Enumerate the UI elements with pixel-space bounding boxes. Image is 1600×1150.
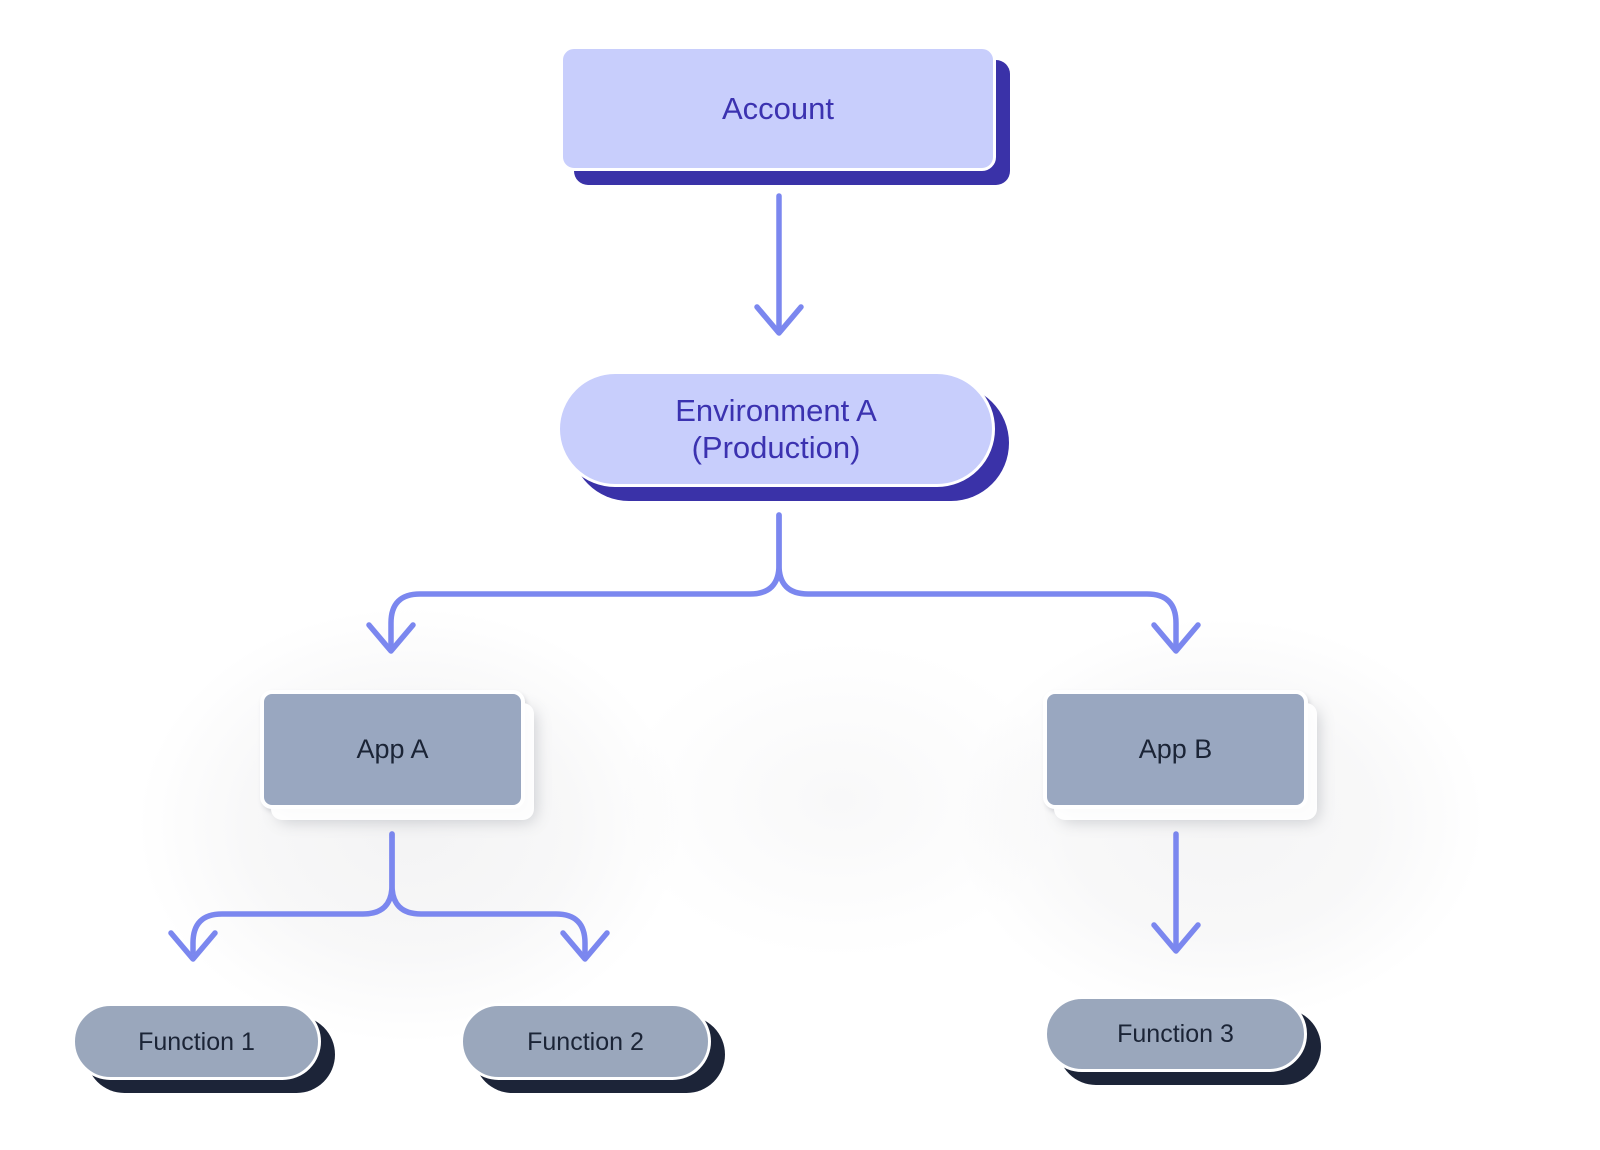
edge-app-a-to-function-1 (168, 831, 395, 962)
node-app-b[interactable]: App B (1043, 690, 1308, 809)
edge-app-a-to-function-2 (389, 831, 610, 962)
node-function-3-label: Function 3 (1117, 1020, 1234, 1048)
node-environment-a-label: Environment A (Production) (675, 392, 877, 465)
edge-account-to-environment-a (754, 193, 804, 336)
node-account[interactable]: Account (560, 46, 996, 171)
node-account-label: Account (721, 90, 834, 126)
node-function-3[interactable]: Function 3 (1044, 996, 1307, 1072)
node-app-b-label: App B (1138, 734, 1213, 765)
edge-app-b-to-function-3 (1151, 831, 1201, 954)
node-app-a[interactable]: App A (260, 690, 525, 809)
node-environment-a[interactable]: Environment A (Production) (557, 371, 995, 487)
node-function-2-label: Function 2 (527, 1027, 644, 1056)
edge-environment-a-to-app-b (776, 512, 1201, 654)
node-app-a-label: App A (356, 734, 429, 765)
node-function-1-label: Function 1 (138, 1027, 255, 1056)
node-function-2[interactable]: Function 2 (460, 1003, 711, 1080)
node-function-1[interactable]: Function 1 (72, 1003, 321, 1080)
edge-environment-a-to-app-a (366, 512, 782, 654)
